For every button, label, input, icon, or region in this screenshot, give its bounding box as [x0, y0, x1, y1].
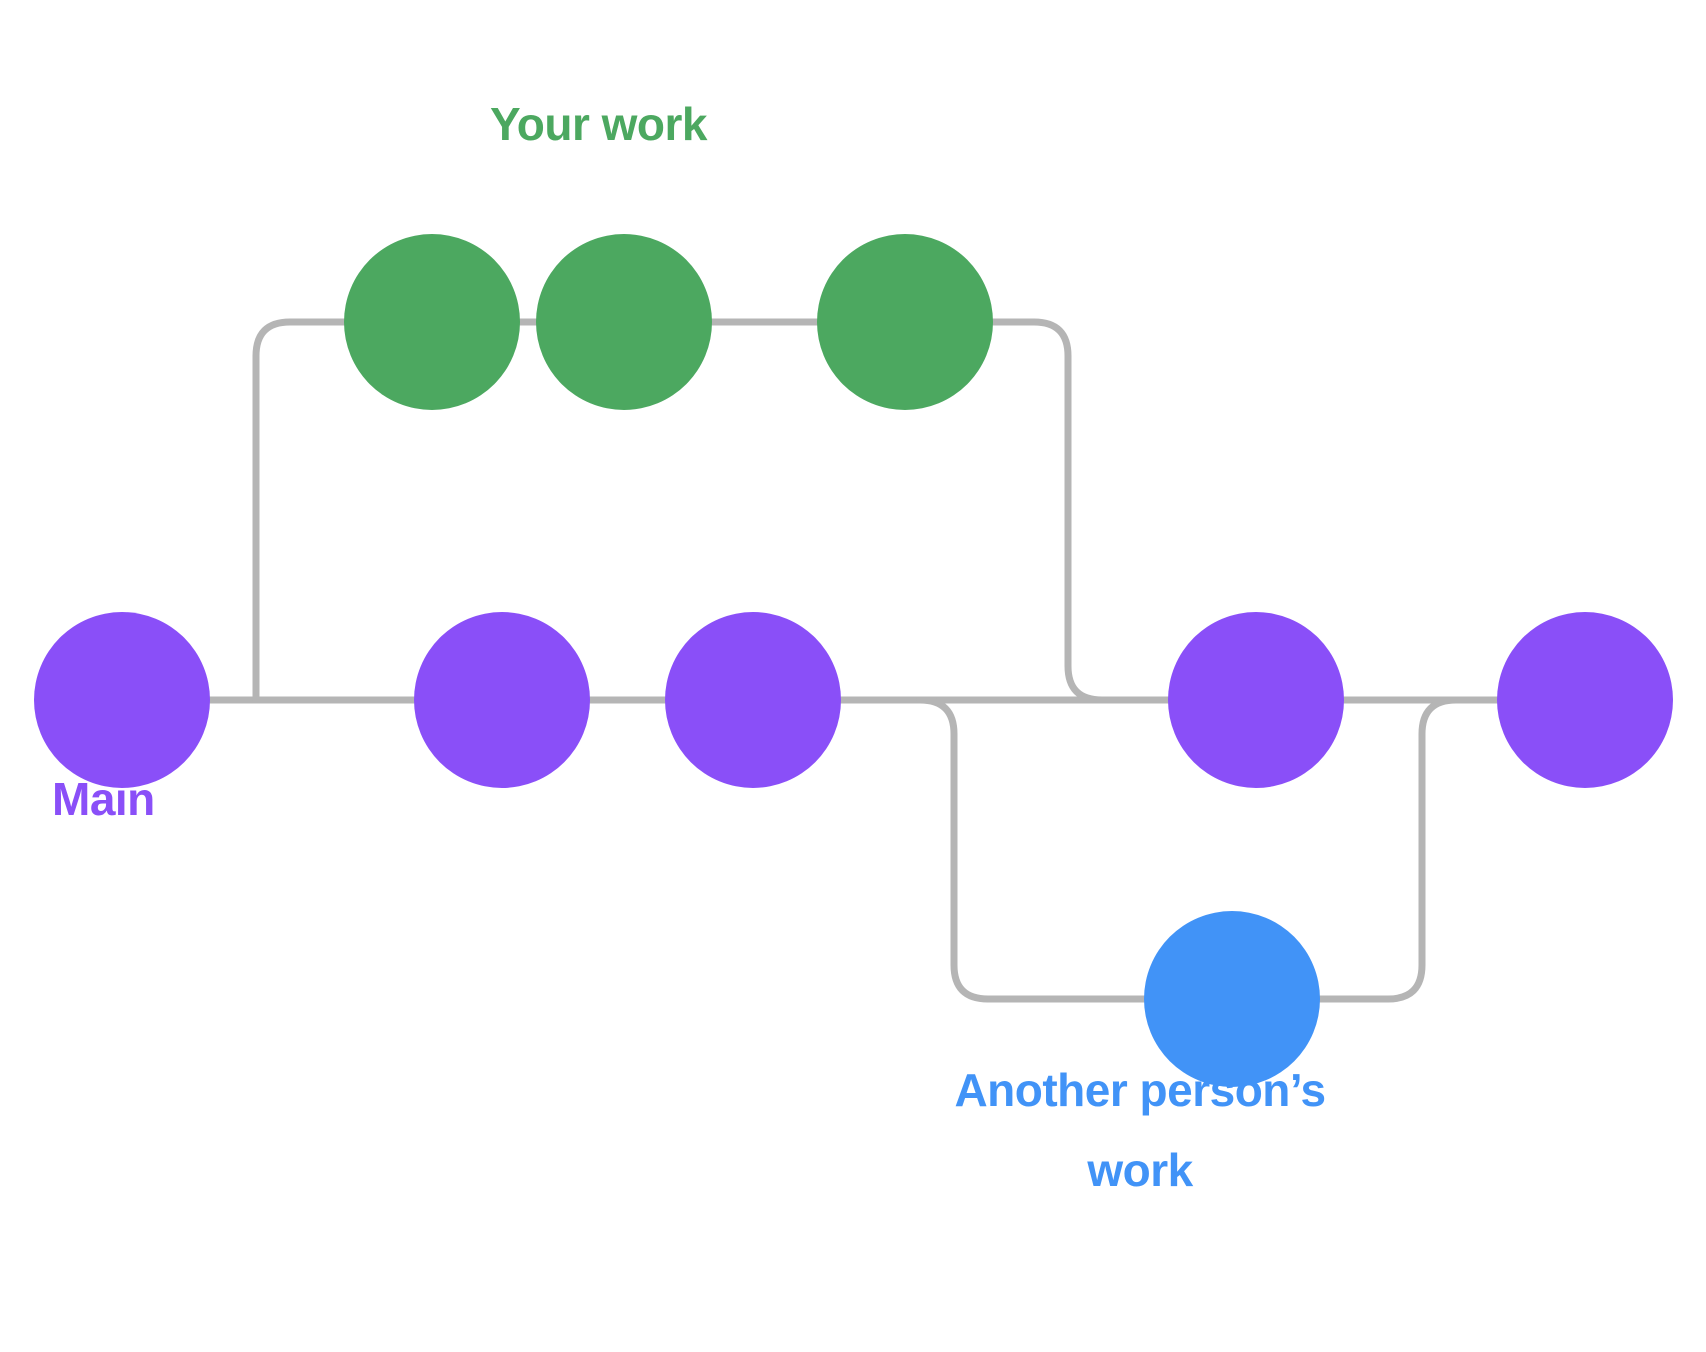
connector-branch-out-your-work — [252, 318, 360, 704]
connector-merge-in-your-work — [989, 318, 1172, 704]
branch-label-main: Main — [52, 773, 155, 825]
commit-node-y1[interactable] — [344, 234, 520, 410]
branch-label-another-person-line2: work — [1087, 1144, 1193, 1196]
commit-node-y2[interactable] — [536, 234, 712, 410]
commit-node-m5[interactable] — [1497, 612, 1673, 788]
commit-node-m3[interactable] — [665, 612, 841, 788]
connector-branch-out-another-person — [916, 696, 1148, 1003]
connector-layer — [206, 318, 1501, 1003]
commit-node-m1[interactable] — [34, 612, 210, 788]
commit-node-m2[interactable] — [414, 612, 590, 788]
commit-node-layer — [34, 234, 1673, 1087]
commit-node-m4[interactable] — [1168, 612, 1344, 788]
commit-node-a1[interactable] — [1144, 911, 1320, 1087]
branch-label-another-person: Another person’s work — [905, 1050, 1375, 1210]
branch-label-another-person-line1: Another person’s — [954, 1064, 1326, 1116]
branch-label-your-work: Your work — [490, 98, 708, 150]
commit-node-y3[interactable] — [817, 234, 993, 410]
connector-merge-in-another-person — [1316, 696, 1501, 1003]
